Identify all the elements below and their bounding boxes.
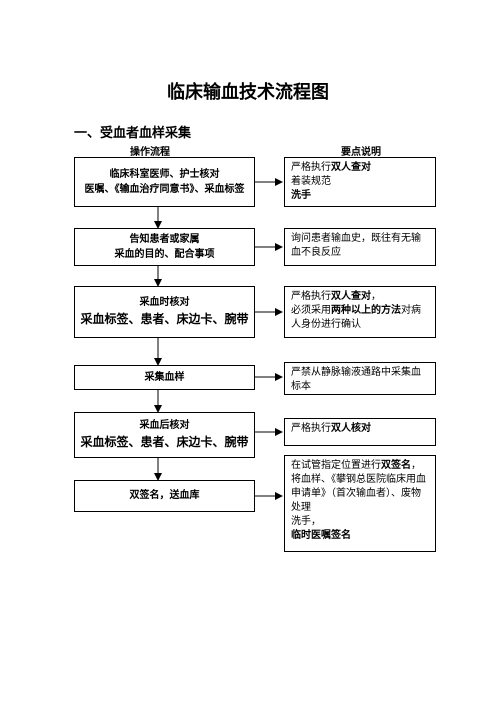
step-4-line-1: 采集血样 xyxy=(144,371,185,383)
note-1-text-a: 严格执行 xyxy=(291,162,331,173)
note-6-text-d: 将血样、《攀钢总医院临床用血申请单》（首次输血者）、废物处理 xyxy=(291,474,426,513)
note-no-iv-line-sampling: 严禁从静脉输液通路中采集血标本 xyxy=(284,362,436,395)
note-6-bold-b: 双签名 xyxy=(381,460,411,471)
note-3-text-f: 对病人身份进行确认 xyxy=(291,305,421,330)
step-1-line-2: 医嘱、《输血治疗同意书》、采血标签 xyxy=(84,184,245,195)
note-identity-confirmation: 严格执行双人查对， 必须采用两种以上的方法对病人身份进行确认 xyxy=(284,286,436,338)
note-5-bold-b: 双人核对 xyxy=(331,423,371,434)
note-6-text-c: ， xyxy=(411,460,421,471)
note-3-bold-e: 两种以上的方法 xyxy=(331,305,401,316)
step-doctor-nurse-check: 临床科室医师、护士核对 医嘱、《输血治疗同意书》、采血标签 xyxy=(74,157,255,207)
note-5-text-a: 严格执行 xyxy=(291,423,331,434)
step-3-line-1: 采血时核对 xyxy=(139,296,190,308)
step-5-line-2: 采血标签、患者、床边卡、腕带 xyxy=(80,435,249,450)
column-header-notes: 要点说明 xyxy=(341,147,381,158)
note-3-text-a: 严格执行 xyxy=(291,291,331,302)
note-6-bold-f: 临时医嘱签名 xyxy=(291,530,351,541)
note-6-text-a: 在试管指定位置进行 xyxy=(291,460,381,471)
note-4-text-a: 严禁从静脉输液通路中采集血标本 xyxy=(291,367,421,392)
step-check-during-collection: 采血时核对 采血标签、患者、床边卡、腕带 xyxy=(74,286,255,338)
column-header-process: 操作流程 xyxy=(130,147,170,158)
step-3-line-2: 采血标签、患者、床边卡、腕带 xyxy=(80,312,249,327)
step-2-line-1: 告知患者或家属 xyxy=(129,233,200,245)
note-sign-and-dispatch: 在试管指定位置进行双签名， 将血样、《攀钢总医院临床用血申请单》（首次输血者）、… xyxy=(284,455,436,552)
note-3-text-c: ， xyxy=(371,291,381,302)
page-title: 临床输血技术流程图 xyxy=(167,82,329,103)
note-2-text-a: 询问患者输血史，既往有无输血不良反应 xyxy=(291,233,421,258)
step-check-after-collection: 采血后核对 采血标签、患者、床边卡、腕带 xyxy=(74,412,255,458)
note-1-bold-b: 双人查对 xyxy=(331,162,371,173)
note-1-text-c: 着装规范 xyxy=(291,176,331,187)
step-inform-patient: 告知患者或家属 采血的目的、配合事项 xyxy=(74,228,255,266)
note-3-bold-b: 双人查对 xyxy=(331,291,371,302)
note-transfusion-history: 询问患者输血史，既往有无输血不良反应 xyxy=(284,228,436,266)
step-6-line-1: 双签名，送血库 xyxy=(129,490,200,502)
section-heading: 一、受血者血样采集 xyxy=(74,126,192,141)
step-sign-and-send: 双签名，送血库 xyxy=(74,480,255,512)
note-double-check: 严格执行双人查对 着装规范 洗手 xyxy=(284,157,436,207)
step-5-line-1: 采血后核对 xyxy=(139,419,190,431)
note-6-text-e: 洗手， xyxy=(291,516,321,527)
step-2-line-2: 采血的目的、配合事项 xyxy=(114,249,215,260)
step-collect-sample: 采集血样 xyxy=(74,365,255,390)
note-3-text-d: 必须采用 xyxy=(291,305,331,316)
note-double-verification: 严格执行双人核对 xyxy=(284,418,436,446)
step-1-line-1: 临床科室医师、护士核对 xyxy=(109,168,220,180)
note-1-bold-d: 洗手 xyxy=(291,190,311,201)
